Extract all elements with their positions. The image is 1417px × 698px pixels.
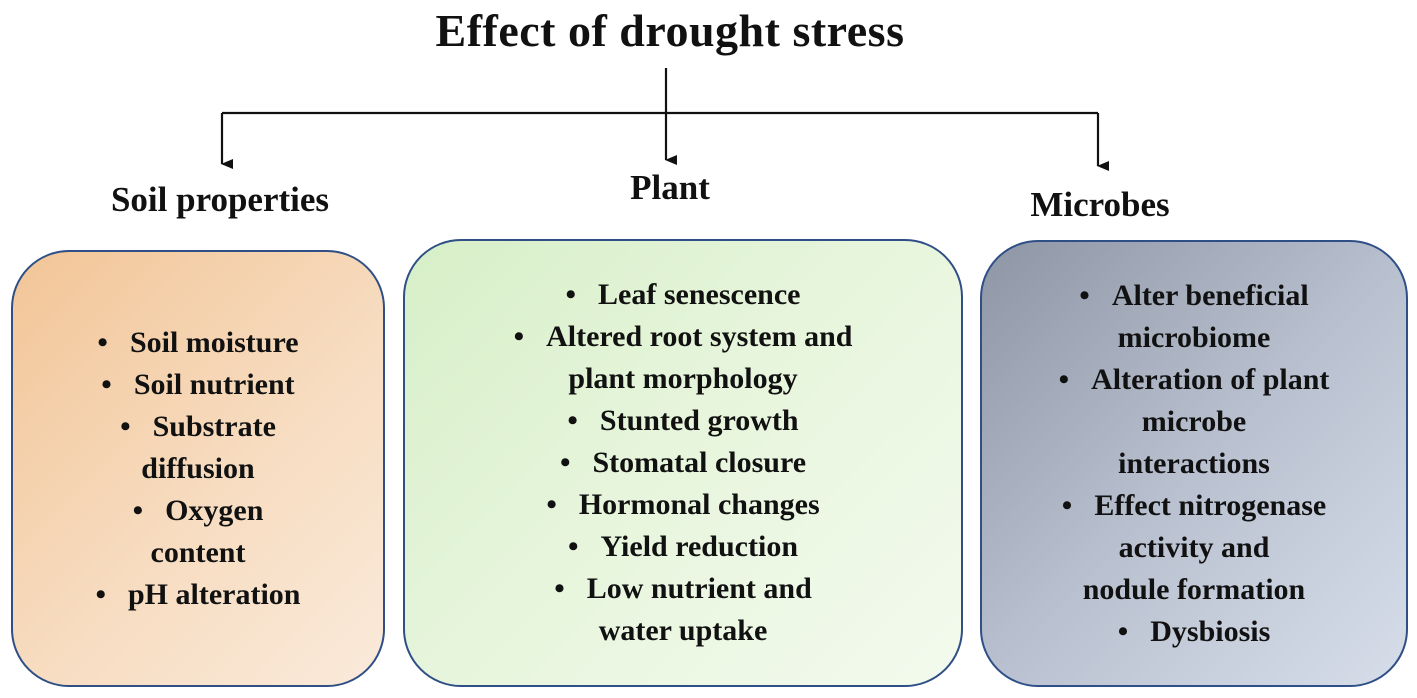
bullet-marker: • xyxy=(559,446,571,479)
list-item-text: Leaf senescence xyxy=(598,278,801,311)
list-item-text: Alter beneficial xyxy=(1111,278,1309,312)
list-item-text: Soil nutrient xyxy=(133,367,295,401)
list-item-text: activity and xyxy=(1118,530,1270,564)
bullet-marker: • xyxy=(1061,488,1073,522)
list-item-text: Yield reduction xyxy=(600,530,799,563)
list-item-text: diffusion xyxy=(141,451,255,485)
bullet-marker: • xyxy=(132,493,144,527)
list-item: • Effect nitrogenase xyxy=(1059,485,1330,527)
list-item: • pH alteration xyxy=(95,574,300,616)
list-item: • Low nutrient and xyxy=(514,568,853,610)
list-item: • Stunted growth xyxy=(514,400,853,442)
bullet-marker: • xyxy=(554,572,565,605)
list-item-text: Hormonal changes xyxy=(578,488,820,521)
bullet-marker: • xyxy=(1058,362,1070,396)
bullet-marker: • xyxy=(101,367,112,401)
list-item-text: microbe xyxy=(1141,404,1247,438)
list-item: microbe xyxy=(1059,401,1330,443)
microbes-box: • Alter beneficial microbiome • Alteration o… xyxy=(980,240,1408,687)
list-item: content xyxy=(95,532,300,574)
bullet-marker: • xyxy=(567,530,579,563)
list-item: • Soil nutrient xyxy=(95,364,300,406)
diagram-title: Effect of drought stress xyxy=(435,5,905,56)
list-item: • Alteration of plant xyxy=(1059,359,1330,401)
list-item: • Soil moisture xyxy=(95,322,300,364)
list-item: • Dysbiosis xyxy=(1059,611,1330,653)
list-item: • Substrate xyxy=(95,406,300,448)
list-item-text: Effect nitrogenase xyxy=(1094,488,1327,522)
list-item-text: Substrate xyxy=(152,409,276,443)
list-item-text: microbiome xyxy=(1117,320,1271,354)
list-item: microbiome xyxy=(1059,317,1330,359)
list-item: • Alter beneficial xyxy=(1059,275,1330,317)
bullet-marker: • xyxy=(546,488,557,521)
list-item-text: Oxygen xyxy=(165,493,264,527)
list-item: • Oxygen xyxy=(95,490,300,532)
list-item-text: Stunted growth xyxy=(599,404,799,437)
bullet-marker: • xyxy=(120,409,131,443)
plant-box: • Leaf senescence • Altered root system and… xyxy=(403,239,963,687)
heading-microbes: Microbes xyxy=(1030,185,1170,224)
list-item-text: content xyxy=(150,535,246,569)
list-item-text: interactions xyxy=(1118,446,1270,480)
list-item: interactions xyxy=(1059,443,1330,485)
list-item-text: plant morphology xyxy=(568,362,798,395)
list-item-text: nodule formation xyxy=(1082,572,1306,606)
bullet-marker: • xyxy=(513,320,525,353)
bullet-marker: • xyxy=(97,325,108,359)
heading-plant: Plant xyxy=(630,168,710,207)
list-item: • Yield reduction xyxy=(514,526,853,568)
list-item: • Leaf senescence xyxy=(514,274,853,316)
list-item-text: Alteration of plant xyxy=(1091,362,1330,396)
bullet-marker: • xyxy=(567,404,578,437)
plant-list: • Leaf senescence • Altered root system and… xyxy=(514,274,853,652)
list-item: activity and xyxy=(1059,527,1330,569)
list-item: plant morphology xyxy=(514,358,853,400)
list-item: nodule formation xyxy=(1059,569,1330,611)
list-item-text: Altered root system and xyxy=(546,320,853,353)
bullet-marker: • xyxy=(1079,278,1090,312)
list-item-text: Dysbiosis xyxy=(1150,614,1271,648)
bullet-marker: • xyxy=(1117,614,1129,648)
heading-soil-properties: Soil properties xyxy=(110,180,330,219)
bullet-marker: • xyxy=(565,278,577,311)
microbes-list: • Alter beneficial microbiome • Alteration o… xyxy=(1059,275,1330,653)
list-item: • Altered root system and xyxy=(514,316,853,358)
list-item-text: Stomatal closure xyxy=(592,446,807,479)
bullet-marker: • xyxy=(95,577,106,611)
list-item-text: Low nutrient and xyxy=(586,572,812,605)
list-item: water uptake xyxy=(514,610,853,652)
list-item-text: pH alteration xyxy=(128,577,301,611)
list-item-text: water uptake xyxy=(598,614,768,647)
list-item-text: Soil moisture xyxy=(129,325,299,359)
list-item: • Hormonal changes xyxy=(514,484,853,526)
list-item: diffusion xyxy=(95,448,300,490)
list-item: • Stomatal closure xyxy=(514,442,853,484)
